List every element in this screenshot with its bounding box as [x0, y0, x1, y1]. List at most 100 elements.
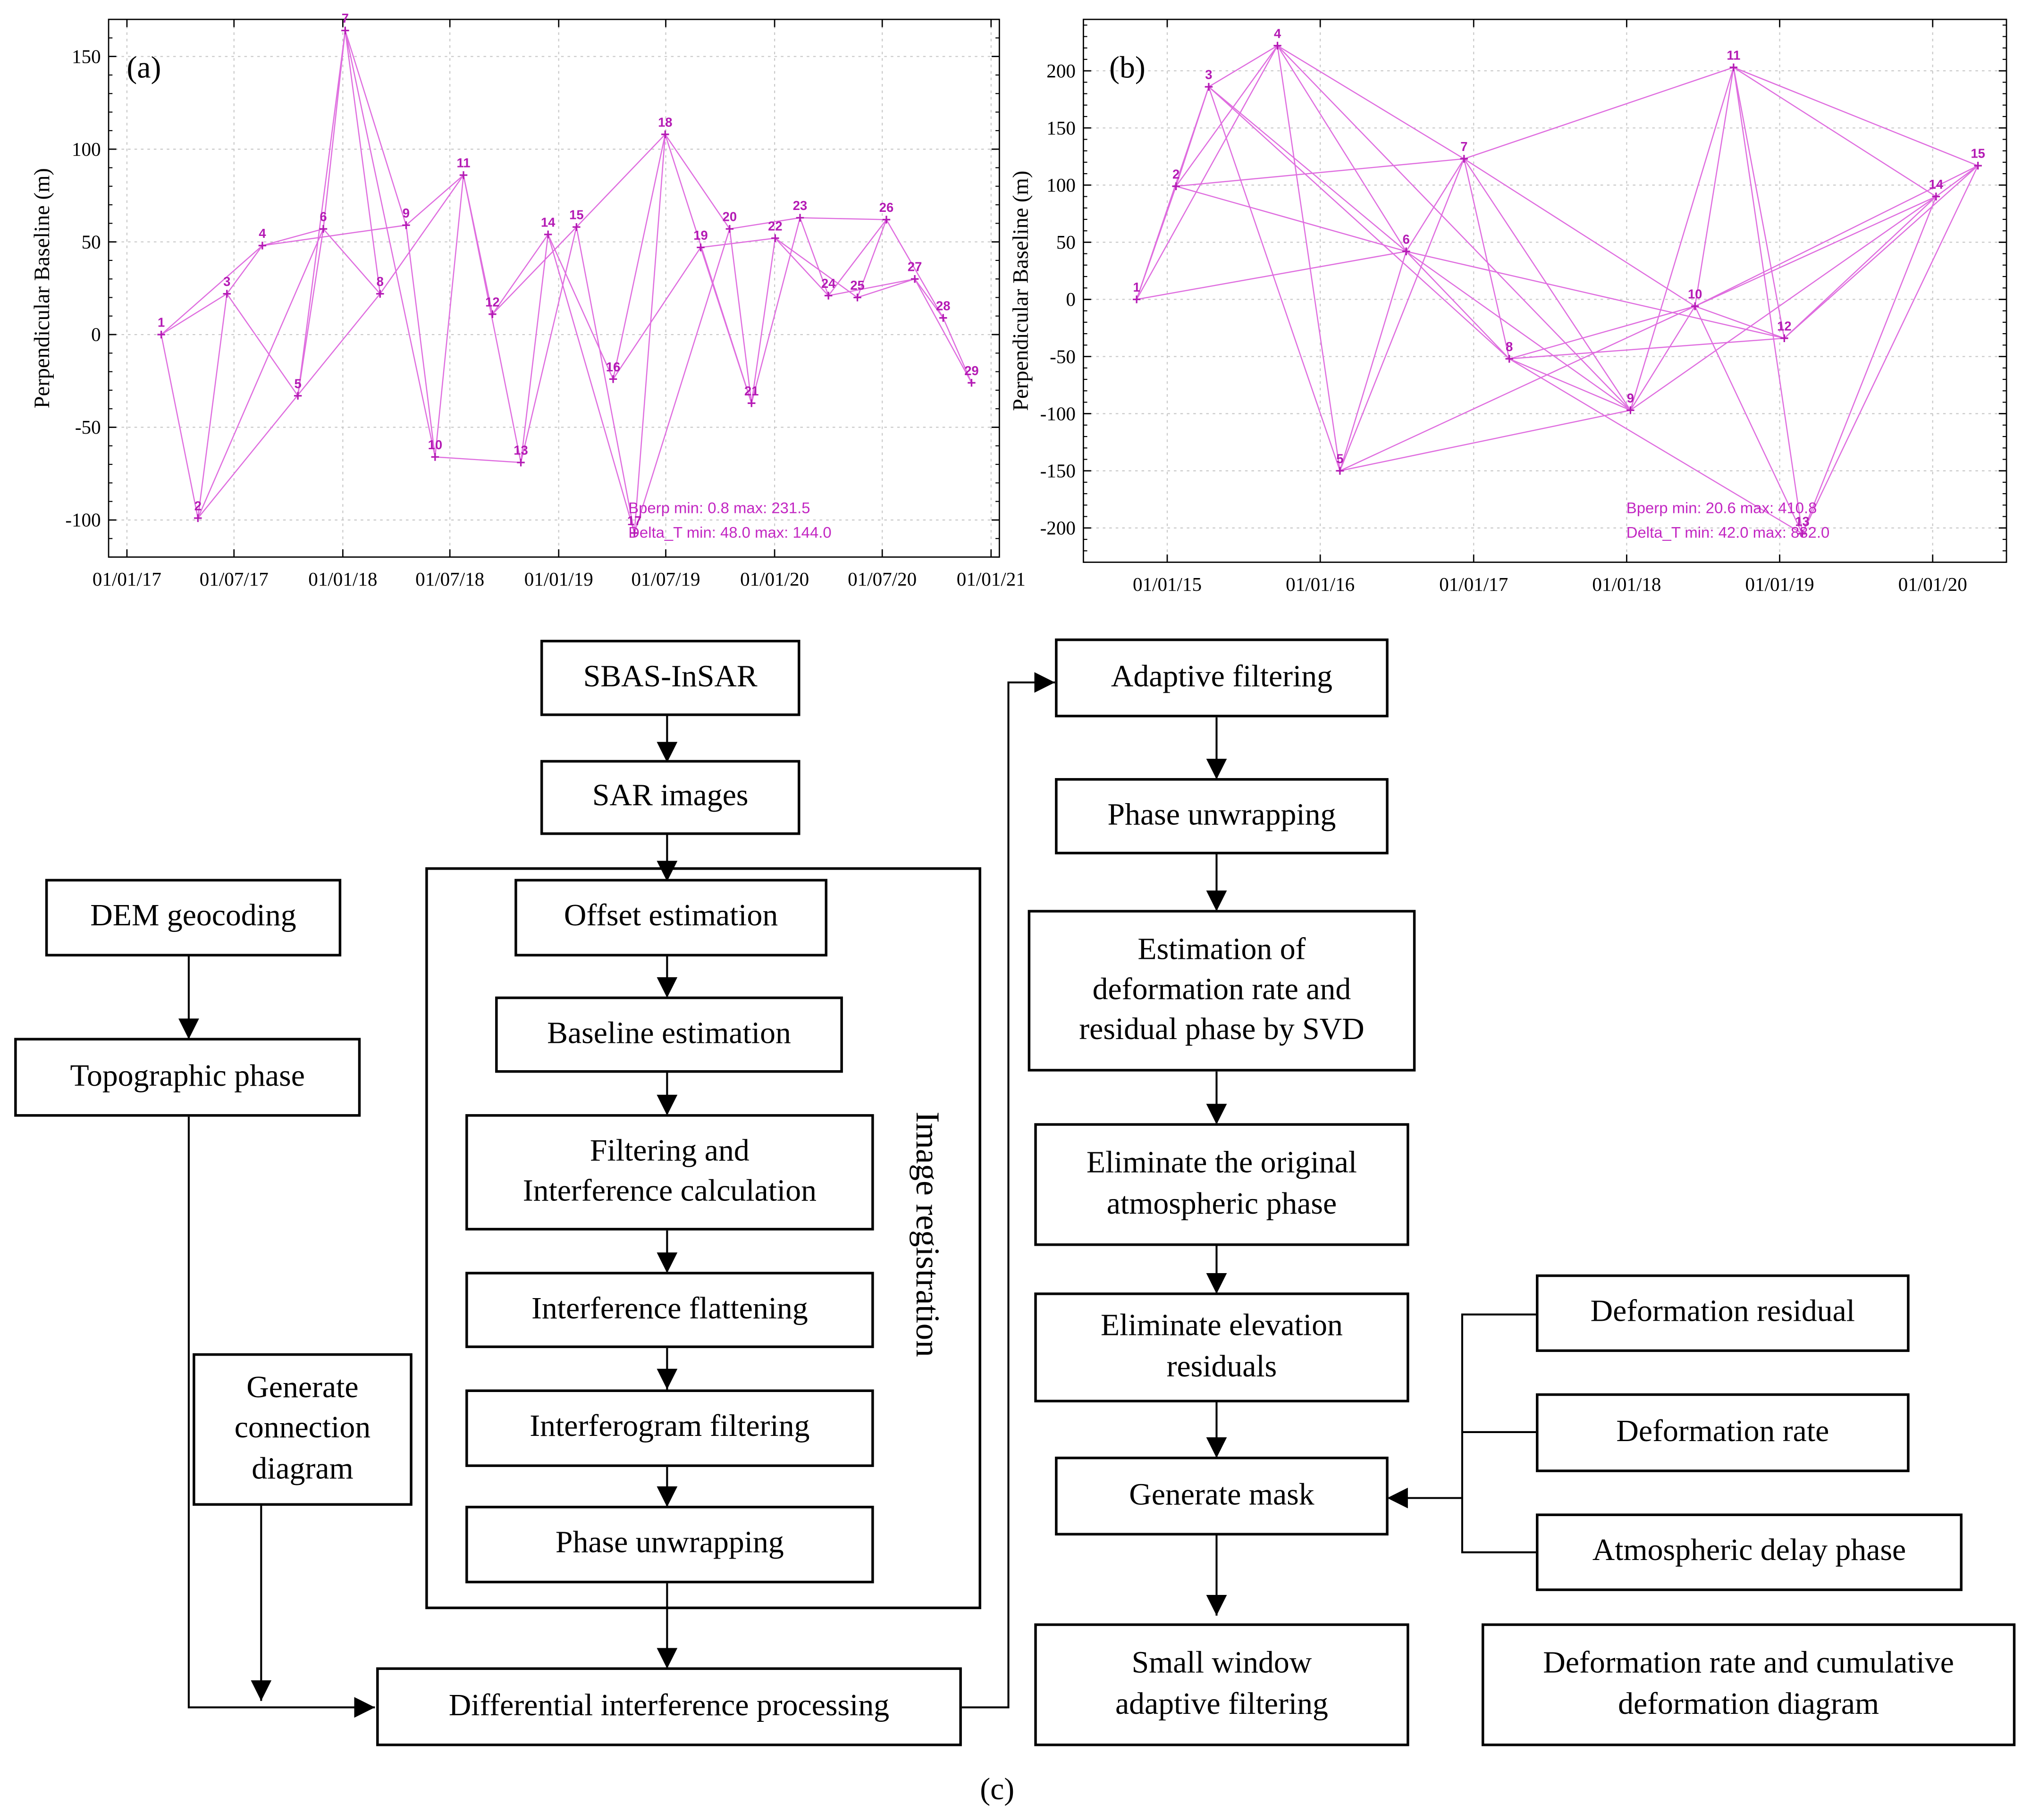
interferogram-filtering-box: Interferogram filtering [465, 1389, 874, 1467]
acquisition-point [796, 214, 804, 222]
baseline-edge [1733, 67, 1785, 339]
point-label: 3 [223, 274, 230, 289]
point-label: 9 [1627, 391, 1634, 405]
acquisition-point [319, 225, 328, 233]
baseline-edge [1340, 305, 1695, 471]
acquisition-point [824, 292, 833, 300]
acquisition-point [1132, 295, 1141, 303]
baseline-edge [1463, 159, 1510, 359]
baseline-edge [729, 228, 752, 403]
acquisition-point [258, 242, 267, 250]
acquisition-point [1505, 355, 1513, 363]
y-tick-label: 150 [72, 45, 101, 67]
sbas-insar-box: SBAS-InSAR [540, 639, 800, 716]
y-axis-title: Perpendicular Baseline (m) [30, 168, 54, 408]
baseline-edge [1733, 67, 1937, 197]
baseline-edge [262, 225, 406, 246]
baseline-edge [1784, 196, 1937, 339]
plot-frame [1082, 18, 2007, 563]
baseline-edge [197, 294, 227, 519]
baseline-edge [1208, 86, 1510, 360]
baseline-edge [1406, 251, 1510, 360]
sar-images-box: SAR images [540, 760, 800, 835]
point-label: 20 [723, 210, 737, 224]
baseline-edge [943, 318, 972, 383]
acquisition-point [748, 399, 756, 407]
x-tick-label: 01/01/15 [1133, 573, 1202, 595]
baseline-edge [1463, 158, 1631, 411]
point-label: 16 [606, 360, 620, 374]
acquisition-point [1172, 182, 1180, 190]
x-tick-label: 01/01/18 [1592, 573, 1661, 595]
baseline-edge [492, 234, 549, 315]
acquisition-point [376, 290, 384, 298]
baseline-edge [700, 247, 752, 403]
point-label: 6 [320, 210, 327, 224]
baseline-edge [297, 30, 346, 396]
y-tick-label: 150 [1046, 117, 1076, 139]
acquisition-point [1729, 63, 1738, 72]
acquisition-point [1336, 467, 1344, 475]
deformation-rate-box: Deformation rate [1536, 1393, 1910, 1472]
point-label: 12 [485, 294, 499, 309]
baseline-stats-text: Bperp min: 20.6 max: 410.8 [1626, 499, 1817, 516]
baseline-edge [1694, 196, 1937, 307]
baseline-edge [751, 238, 776, 403]
point-label: 21 [744, 384, 758, 398]
acquisition-point [882, 216, 891, 224]
baseline-edge [405, 225, 436, 457]
baseline-edge [435, 456, 521, 463]
acquisition-point [402, 221, 410, 229]
baseline-edge [1936, 165, 1979, 197]
baseline-edge [547, 234, 635, 533]
baseline-edge [1509, 358, 1803, 535]
baseline-edge [1208, 86, 1407, 252]
point-label: 28 [936, 298, 950, 313]
baseline-edge [729, 217, 800, 230]
y-tick-label: -150 [1040, 460, 1076, 481]
point-label: 12 [1777, 319, 1791, 333]
x-tick-label: 01/01/17 [93, 568, 161, 590]
baseline-edge [160, 293, 227, 335]
figure-caption-c: (c) [980, 1773, 1015, 1807]
baseline-edge [226, 293, 299, 396]
baseline-edge [1802, 196, 1937, 534]
baseline-edge [1694, 305, 1785, 339]
x-tick-label: 01/07/17 [200, 568, 269, 590]
point-label: 27 [908, 260, 922, 274]
baseline-edge [520, 234, 549, 463]
point-label: 8 [1506, 339, 1513, 354]
acquisition-point [853, 294, 861, 302]
baseline-edge [576, 226, 635, 533]
baseline-edge [665, 134, 730, 229]
point-label: 24 [821, 276, 836, 291]
baseline-edge [1464, 158, 1695, 307]
image-registration-group [425, 867, 981, 1610]
adaptive-filtering-box: Adaptive filtering [1055, 638, 1389, 718]
y-tick-label: 0 [91, 324, 101, 345]
acquisition-point [1402, 247, 1410, 255]
baseline-edge [1176, 158, 1464, 187]
acquisition-point [771, 234, 779, 242]
baseline-edge [857, 219, 887, 298]
point-label: 29 [964, 363, 978, 378]
point-label: 2 [1172, 167, 1180, 181]
acquisition-point [1205, 83, 1213, 91]
eliminate-elevation-residuals-box: Eliminate elevation residuals [1034, 1292, 1409, 1402]
point-label: 10 [1688, 287, 1702, 302]
baseline-edge [1277, 45, 1465, 159]
acquisition-point [294, 392, 302, 400]
y-tick-label: -50 [75, 416, 101, 438]
baseline-edge [226, 245, 263, 294]
panel-label: (a) [126, 50, 161, 84]
point-label: 14 [541, 215, 556, 229]
baseline-edge [1509, 337, 1785, 360]
baseline-edge [799, 218, 829, 296]
point-label: 11 [456, 156, 470, 170]
x-tick-label: 01/01/18 [308, 568, 377, 590]
phase-unwrapping-registration-box: Phase unwrapping [465, 1506, 874, 1584]
baseline-edge [612, 134, 666, 379]
point-label: 5 [294, 376, 301, 391]
